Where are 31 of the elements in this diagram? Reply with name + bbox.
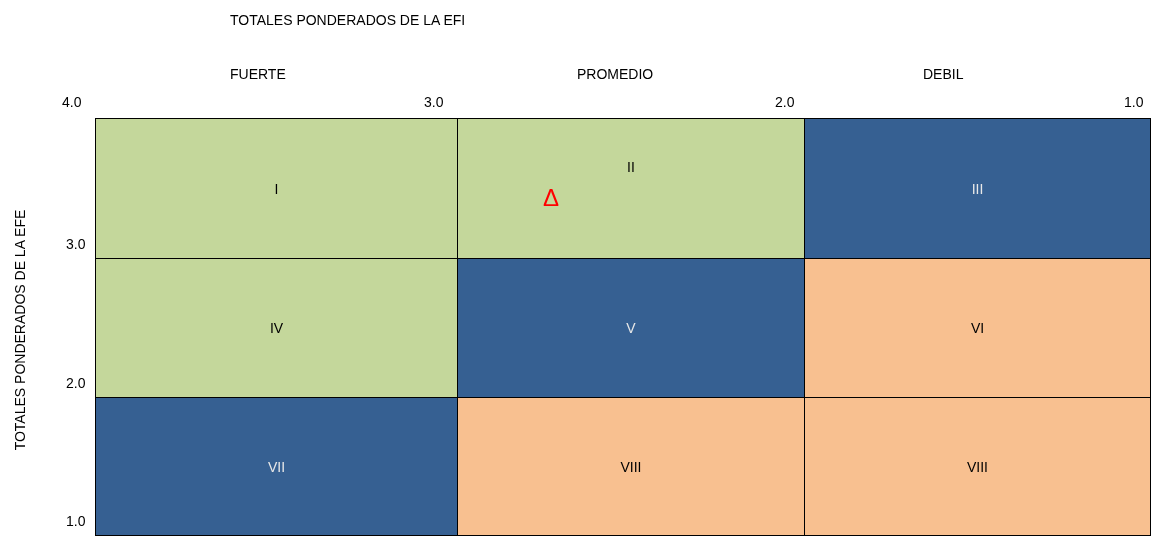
- tick-label: 4.0: [62, 94, 82, 110]
- quadrant-label: IV: [269, 320, 284, 336]
- matrix-cell: [95, 118, 458, 259]
- matrix-cell: [804, 258, 1151, 398]
- column-header: FUERTE: [230, 66, 286, 82]
- tick-label: 3.0: [424, 94, 444, 110]
- matrix-cell: [95, 397, 458, 536]
- axis-title: TOTALES PONDERADOS DE LA EFE: [12, 209, 28, 451]
- matrix-cell: [457, 118, 805, 259]
- matrix-cell: [457, 397, 805, 536]
- quadrant-label: III: [971, 180, 984, 197]
- quadrant-label: II: [627, 158, 635, 175]
- tick-label: 2.0: [66, 375, 86, 391]
- tick-label: 1.0: [1124, 94, 1144, 110]
- quadrant-label: V: [626, 320, 636, 336]
- matrix-cell: [457, 258, 805, 398]
- triangle-marker: Δ: [543, 184, 560, 212]
- quadrant-label: VIII: [620, 458, 642, 475]
- column-header: PROMEDIO: [577, 66, 654, 82]
- tick-label: 1.0: [66, 513, 86, 529]
- matrix-cell: [95, 258, 458, 398]
- column-header: DEBIL: [923, 66, 964, 82]
- tick-label: 3.0: [66, 236, 86, 252]
- quadrant-label: I: [274, 180, 279, 197]
- quadrant-label: VII: [267, 458, 286, 475]
- quadrant-label: VIII: [967, 458, 988, 475]
- tick-label: 2.0: [775, 94, 795, 110]
- quadrant-label: VI: [970, 320, 985, 336]
- matrix-cell: [804, 118, 1151, 259]
- chart-title: TOTALES PONDERADOS DE LA EFI: [230, 12, 466, 28]
- matrix-cell: [804, 397, 1151, 536]
